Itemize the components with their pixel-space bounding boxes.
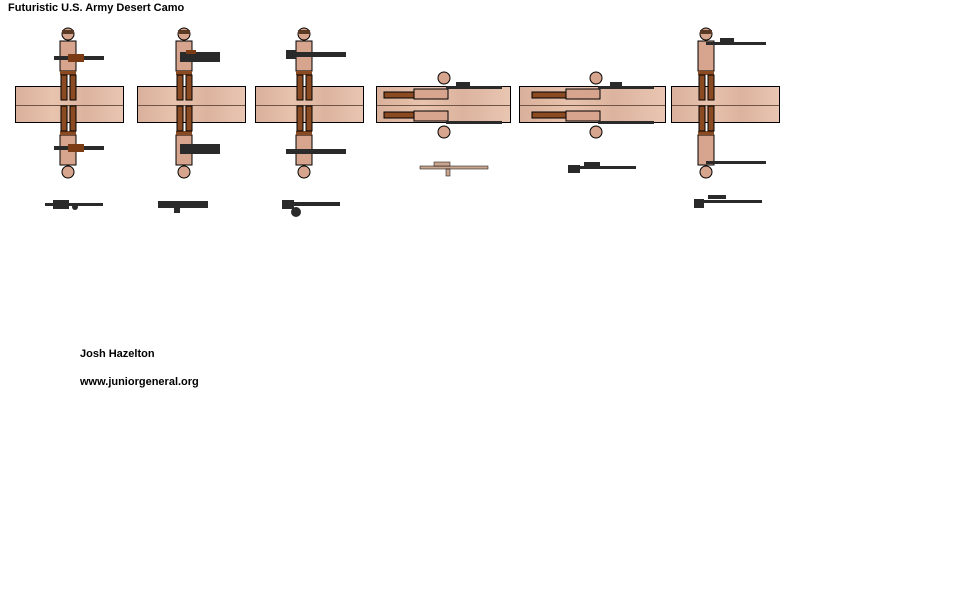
base-fold-line bbox=[138, 104, 245, 106]
figure-base-6 bbox=[671, 86, 780, 123]
weapon-minigun bbox=[158, 201, 208, 213]
prone-soldier-back bbox=[531, 110, 654, 139]
soldier-figure-3 bbox=[286, 27, 346, 179]
sheet-title: Futuristic U.S. Army Desert Camo bbox=[8, 2, 185, 14]
standing-soldier-front bbox=[175, 27, 220, 101]
aiming-soldier-front bbox=[697, 27, 766, 101]
prone-soldier-front bbox=[383, 71, 502, 100]
standing-soldier-front bbox=[54, 27, 104, 101]
base-fold-line bbox=[520, 104, 665, 106]
base-fold-line bbox=[16, 104, 123, 106]
base-fold-line bbox=[672, 104, 779, 106]
soldier-figure-5 bbox=[531, 71, 654, 139]
prone-soldier-back bbox=[383, 110, 502, 139]
weapon-sniper-rifle-tan bbox=[419, 161, 489, 177]
website-credit: www.juniorgeneral.org bbox=[80, 376, 199, 388]
prone-soldier-front bbox=[531, 71, 654, 100]
weapon-grenade-launcher-rifle bbox=[45, 200, 103, 210]
soldier-figure-2 bbox=[175, 27, 220, 179]
soldier-figure-4 bbox=[383, 71, 502, 139]
standing-soldier-back bbox=[175, 105, 220, 179]
soldier-figure-1 bbox=[54, 27, 104, 179]
base-fold-line bbox=[377, 104, 510, 106]
author-credit: Josh Hazelton bbox=[80, 348, 155, 360]
standing-soldier-front bbox=[286, 27, 346, 101]
weapon-marksman-rifle bbox=[568, 162, 636, 173]
weapon-rocket-rifle bbox=[282, 200, 340, 217]
soldier-figure-6 bbox=[697, 27, 766, 179]
base-fold-line bbox=[256, 104, 363, 106]
standing-soldier-back bbox=[286, 105, 346, 179]
standing-soldier-back bbox=[54, 105, 104, 179]
aiming-soldier-back bbox=[697, 105, 766, 179]
weapon-sniper-rifle-black bbox=[694, 195, 762, 208]
